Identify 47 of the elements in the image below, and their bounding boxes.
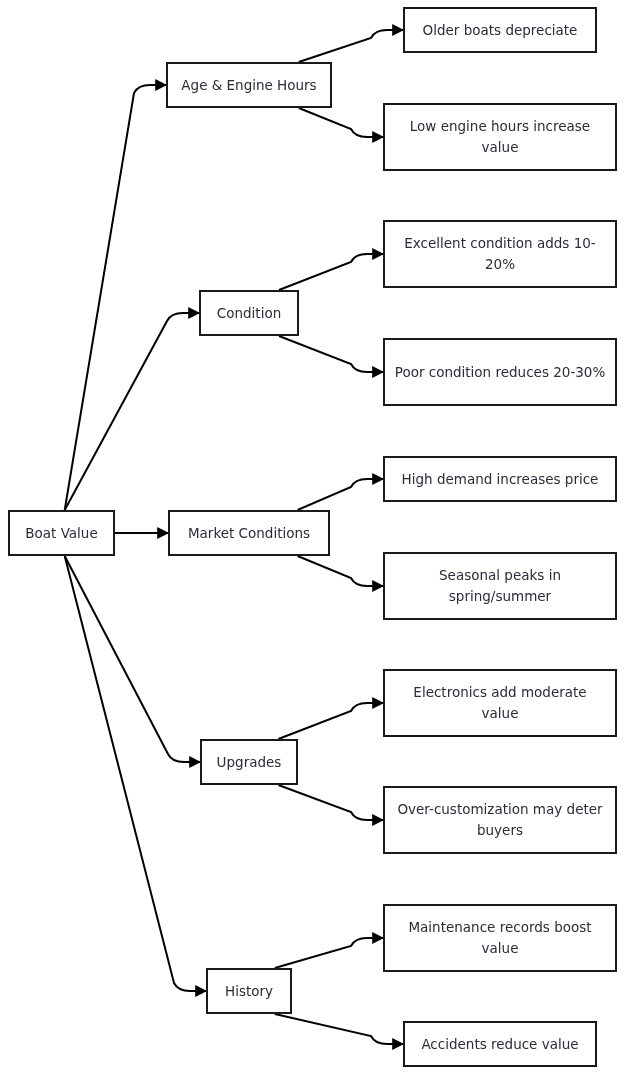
node-label: Boat Value bbox=[25, 523, 98, 543]
process-box bbox=[383, 456, 617, 502]
node-label: Upgrades bbox=[216, 752, 282, 772]
process-box bbox=[8, 510, 115, 556]
arrow bbox=[277, 697, 385, 740]
node-label: Accidents reduce value bbox=[421, 1034, 579, 1054]
node-label: Condition bbox=[216, 303, 282, 323]
process-box bbox=[383, 904, 617, 972]
process-box bbox=[383, 220, 617, 288]
node-label: Low engine hours increase value bbox=[408, 117, 592, 157]
arrow bbox=[296, 555, 385, 592]
arrow bbox=[63, 307, 201, 511]
node-label: Over-customization may deter buyers bbox=[396, 800, 604, 840]
process-box bbox=[200, 739, 298, 785]
arrow bbox=[297, 24, 405, 63]
process-box bbox=[383, 338, 617, 406]
node-label: Age & Engine Hours bbox=[181, 75, 317, 95]
arrow bbox=[273, 932, 385, 969]
node-label: History bbox=[225, 981, 273, 1001]
node-label: Seasonal peaks in spring/summer bbox=[438, 566, 562, 606]
node-label: Electronics add moderate value bbox=[412, 683, 588, 723]
arrow bbox=[273, 1013, 405, 1050]
node-label: Older boats depreciate bbox=[422, 20, 578, 40]
arrow bbox=[63, 79, 168, 511]
node-label: Market Conditions bbox=[187, 523, 311, 543]
arrow bbox=[278, 335, 385, 378]
arrow bbox=[114, 527, 170, 539]
node-label: Maintenance records boost value bbox=[407, 918, 593, 958]
process-box bbox=[403, 7, 597, 53]
process-box bbox=[403, 1021, 597, 1067]
process-box bbox=[206, 968, 292, 1014]
process-box bbox=[199, 290, 299, 336]
node-label: Poor condition reduces 20-30% bbox=[394, 362, 606, 382]
process-box bbox=[383, 786, 617, 854]
process-box bbox=[168, 510, 330, 556]
arrow bbox=[63, 555, 202, 768]
arrow bbox=[277, 784, 385, 826]
node-label: Excellent condition adds 10-20% bbox=[403, 234, 597, 274]
process-box bbox=[383, 552, 617, 620]
arrow bbox=[278, 248, 385, 291]
process-box bbox=[383, 103, 617, 171]
arrow bbox=[296, 473, 385, 511]
process-box bbox=[383, 669, 617, 737]
arrow bbox=[63, 555, 208, 997]
arrow bbox=[297, 107, 385, 143]
process-box bbox=[166, 62, 332, 108]
node-label: High demand increases price bbox=[401, 469, 599, 489]
